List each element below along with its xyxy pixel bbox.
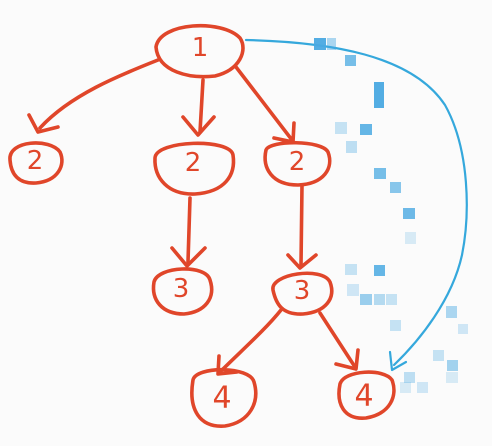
node-label: 4 bbox=[354, 379, 373, 414]
node-label: 2 bbox=[289, 147, 306, 177]
node-label: 2 bbox=[185, 148, 202, 178]
node-label: 2 bbox=[27, 146, 44, 176]
tree-node-middle-grandchild: 3 bbox=[151, 267, 214, 316]
node-label: 4 bbox=[212, 381, 231, 416]
tree-node-right-child: 2 bbox=[263, 140, 332, 187]
tree-node-left-great-grandchild: 4 bbox=[190, 367, 258, 428]
edge-right-child-to-right-grandchild bbox=[286, 183, 318, 270]
blue-curved-arrow bbox=[244, 38, 468, 372]
tree-node-right-great-grandchild: 4 bbox=[337, 370, 396, 420]
node-label: 3 bbox=[294, 276, 311, 306]
edge-right-grandchild-to-right-great-grandchild bbox=[318, 311, 360, 371]
edge-root-to-right-child bbox=[234, 65, 296, 144]
node-label: 3 bbox=[173, 274, 190, 304]
tree-nodes: 1 2 2 2 3 3 4 4 bbox=[8, 23, 396, 428]
tree-node-root: 1 bbox=[154, 23, 245, 79]
edge-middle-child-to-middle-grandchild bbox=[170, 196, 207, 268]
edge-root-to-middle-child bbox=[181, 78, 216, 137]
tree-node-middle-child: 2 bbox=[153, 141, 236, 196]
edge-right-grandchild-to-left-great-grandchild bbox=[216, 308, 283, 376]
pixelated-censor-area bbox=[314, 38, 468, 393]
node-label: 1 bbox=[192, 33, 209, 63]
tree-edges bbox=[27, 58, 360, 376]
edge-root-to-left-child bbox=[27, 58, 160, 134]
tree-node-right-grandchild: 3 bbox=[271, 271, 334, 316]
tree-node-left-child: 2 bbox=[8, 141, 64, 185]
